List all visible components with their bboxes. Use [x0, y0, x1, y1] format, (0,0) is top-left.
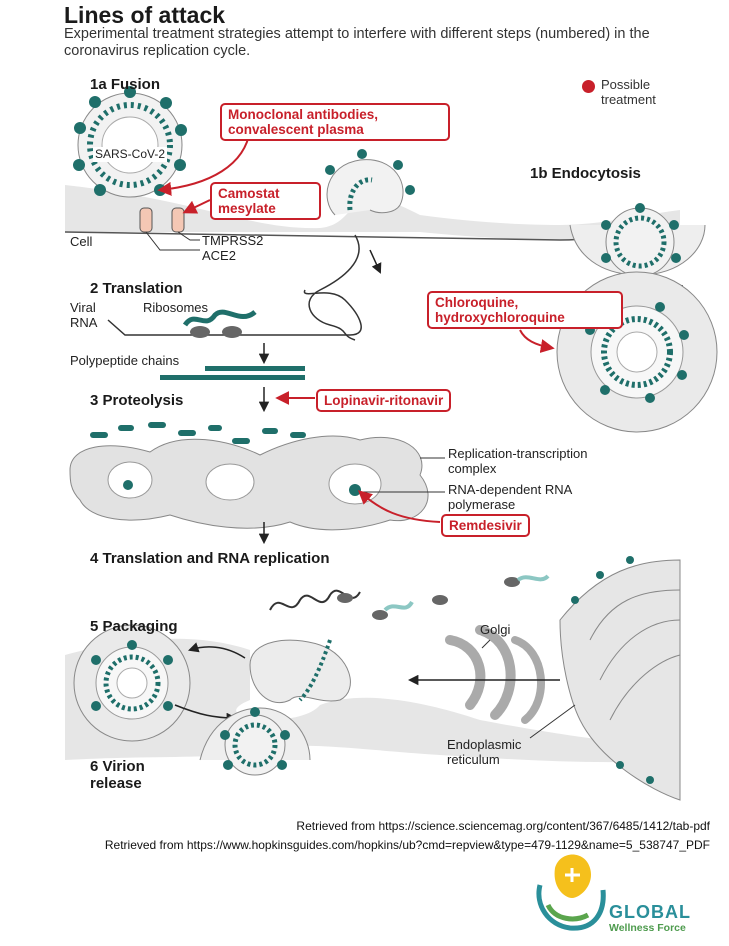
arrow-packaging [188, 642, 246, 659]
credit-line-1: Retrieved from https://science.sciencema… [296, 819, 710, 833]
logo-text-global: GLOBAL [609, 902, 691, 922]
treatment-arrows [157, 129, 555, 523]
credit-line-2: Retrieved from https://www.hopkinsguides… [104, 838, 710, 852]
virion-release [199, 707, 311, 776]
virion-packaged [73, 624, 191, 742]
label-sars-cov-2: SARS-CoV-2 [93, 147, 168, 162]
fusing-virus [308, 149, 415, 341]
treatment-chloroquine: Chloroquine, hydroxychloroquine [427, 291, 623, 329]
golgi [445, 625, 545, 724]
label-polypeptide: Polypeptide chains [70, 353, 180, 368]
receptors [139, 207, 200, 251]
replication-network [69, 435, 445, 531]
label-viral-rna: Viral RNA [70, 300, 98, 330]
step-5: 5 Packaging [90, 618, 178, 635]
treatment-remdesivir: Remdesivir [441, 514, 530, 537]
step-1b: 1b Endocytosis [530, 165, 641, 182]
logo-mark [536, 854, 606, 931]
logo-text-wellness: Wellness Force [609, 922, 686, 934]
treatment-lopinavir: Lopinavir-ritonavir [316, 389, 452, 412]
label-ribosomes: Ribosomes [143, 300, 209, 315]
golgi-leader [481, 639, 491, 649]
er-leader [529, 704, 576, 739]
label-cell: Cell [70, 234, 93, 249]
packaging-vesicle [249, 639, 351, 703]
ribosome-translation-group [337, 574, 550, 620]
step-3: 3 Proteolysis [90, 392, 184, 409]
virus-fusion [73, 86, 187, 198]
step-6: 6 Virion release [90, 758, 145, 792]
viral-rna-strand [107, 289, 362, 338]
treatment-camostat: Camostat mesylate [210, 182, 321, 220]
step-2: 2 Translation [90, 280, 183, 297]
label-er: Endoplasmic reticulum [447, 737, 522, 767]
legend-label: Possible treatment [601, 77, 656, 107]
label-ace2: ACE2 [202, 248, 236, 263]
label-rtc: Replication-transcription complex [448, 446, 588, 476]
step-1a: 1a Fusion [90, 76, 161, 93]
label-golgi: Golgi [480, 622, 511, 637]
legend-dot [582, 80, 595, 93]
polypeptide-chains [160, 366, 305, 380]
step-4: 4 Translation and RNA replication [90, 550, 330, 567]
treatment-monoclonal: Monoclonal antibodies, convalescent plas… [220, 103, 450, 141]
virus-endocytosis-1 [569, 203, 706, 308]
page-title: Lines of attack [64, 2, 226, 28]
page-subtitle: Experimental treatment strategies attemp… [64, 26, 650, 59]
label-rdrp: RNA-dependent RNA polymerase [448, 482, 572, 512]
label-tmprss2: TMPRSS2 [202, 233, 264, 248]
